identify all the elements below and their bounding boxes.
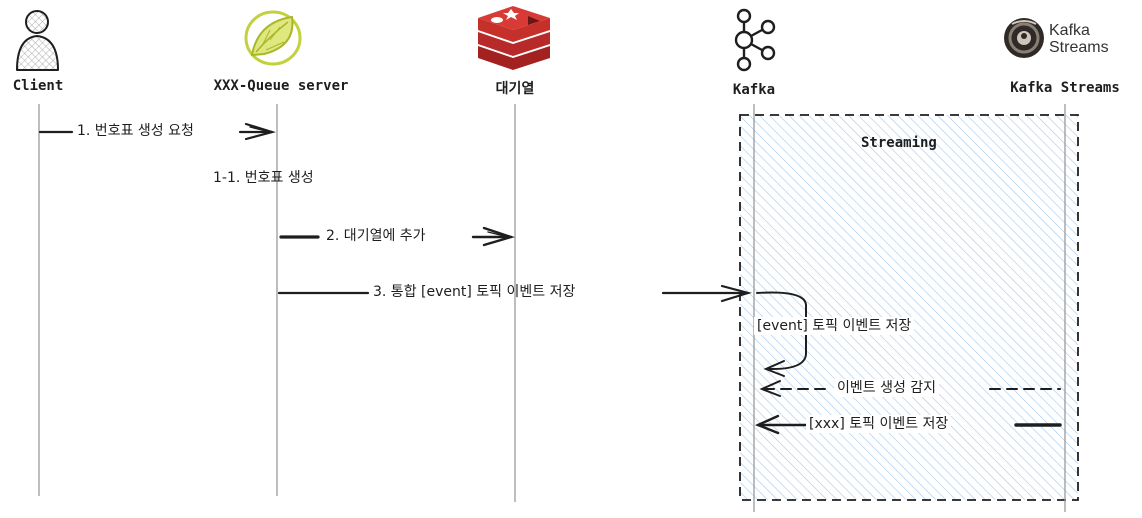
message-1-1-label: 1-1. 번호표 생성 <box>213 170 314 186</box>
message-5-label: 이벤트 생성 감지 <box>834 379 940 397</box>
user-icon <box>16 10 59 71</box>
redis-icon <box>478 6 550 70</box>
streaming-group-title: Streaming <box>861 135 937 151</box>
participant-label-queue-server: XXX-Queue server <box>213 78 349 94</box>
kafka-streams-icon <box>1004 18 1044 58</box>
kafka-icon <box>734 8 776 72</box>
kafka-streams-brand: Kafka Streams <box>1049 22 1109 56</box>
message-2-arrow <box>279 226 515 247</box>
message-6-label: [xxx] 토픽 이벤트 저장 <box>806 415 952 433</box>
participant-label-kafka-streams: Kafka Streams <box>1010 80 1120 96</box>
participant-label-kafka: Kafka <box>732 82 776 98</box>
message-1-arrow <box>38 122 276 141</box>
message-3-label: 3. 통합 [event] 토픽 이벤트 저장 <box>373 284 576 300</box>
message-3-arrow <box>277 284 752 303</box>
leaf-icon <box>244 10 302 66</box>
kafka-streams-brand-line2: Streams <box>1049 39 1109 56</box>
message-6-arrow <box>754 414 1062 435</box>
participant-label-waiting-queue: 대기열 <box>495 81 535 97</box>
streaming-group <box>739 114 1079 501</box>
participant-label-client: Client <box>12 78 64 94</box>
message-1-label: 1. 번호표 생성 요청 <box>77 123 194 139</box>
message-4-label: [event] 토픽 이벤트 저장 <box>754 317 915 335</box>
message-5-arrow <box>759 380 1061 397</box>
kafka-streams-brand-line1: Kafka <box>1049 22 1090 39</box>
message-2-label: 2. 대기열에 추가 <box>326 228 426 244</box>
